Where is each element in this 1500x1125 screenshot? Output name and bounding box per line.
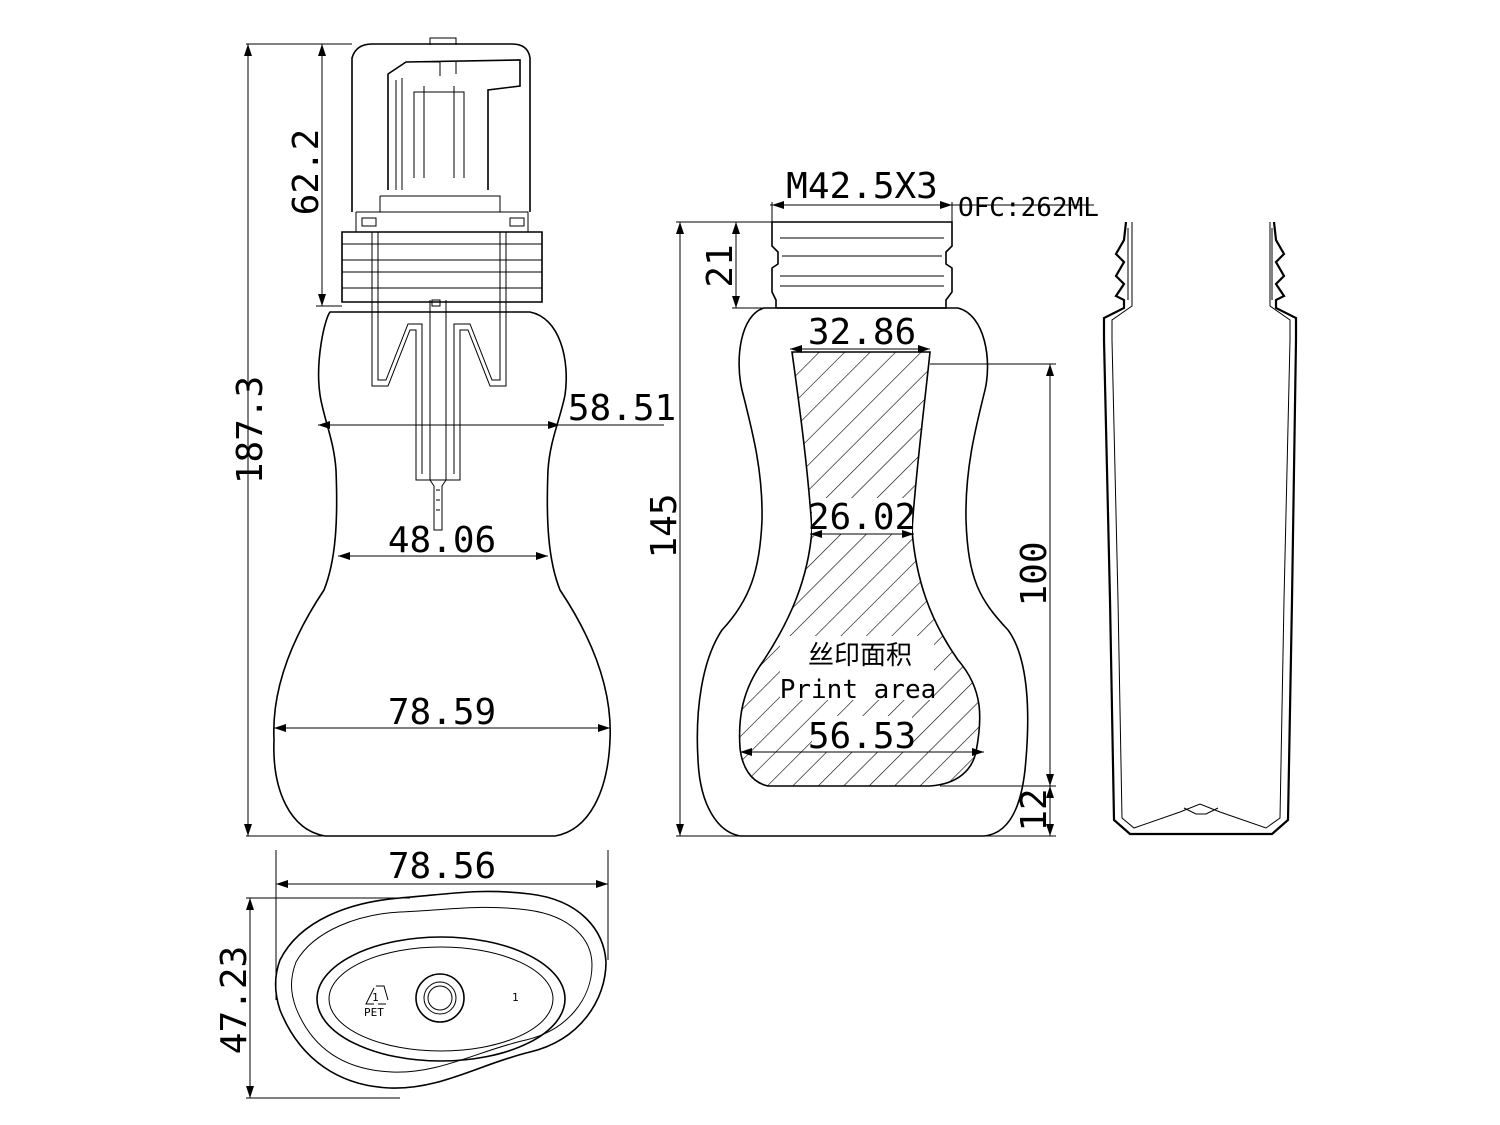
pump-overcap <box>351 43 531 212</box>
section-view <box>1102 221 1298 836</box>
dim-shoulder-width: 58.51 <box>568 388 676 429</box>
dim-waist-width: 48.06 <box>388 520 496 561</box>
section-inner-wall <box>1111 222 1291 829</box>
gate-mark-icon <box>415 973 465 1023</box>
pump-piston-frame <box>371 232 507 481</box>
pump-actuator <box>387 59 521 190</box>
mold-number: 1 <box>512 991 519 1004</box>
section-outer-wall <box>1102 221 1298 836</box>
dim-total-height: 187.3 <box>230 376 271 484</box>
front-view <box>272 37 612 837</box>
dim-base-depth: 47.23 <box>214 946 255 1054</box>
dim-neck-height: 21 <box>700 244 741 287</box>
dim-thread-spec: M42.5X3 <box>786 166 938 207</box>
svg-text:1: 1 <box>372 991 379 1004</box>
dim-print-height: 100 <box>1014 541 1055 606</box>
dim-base-width: 78.56 <box>388 846 496 887</box>
recycle-icon: 1 PET <box>364 985 389 1019</box>
svg-text:PET: PET <box>364 1006 384 1019</box>
base-inner-ring <box>316 936 566 1062</box>
dimension-arrows <box>244 44 1054 1098</box>
dim-pump-height: 62.2 <box>286 129 327 216</box>
base-outline <box>274 890 607 1089</box>
dim-print-top-width: 32.86 <box>808 312 916 353</box>
dim-body-width: 78.59 <box>388 692 496 733</box>
pump-collar <box>341 231 543 303</box>
base-view: 1 PET 1 <box>274 890 607 1089</box>
capacity-label: OFC:262ML <box>958 193 1099 223</box>
front-dimensions: 187.3 62.2 58.51 48.06 78.59 <box>230 43 676 837</box>
print-area-label-cn: 丝印面积 <box>808 641 912 671</box>
front-bottle-outline <box>272 311 612 837</box>
dim-print-waist-width: 26.02 <box>808 497 916 538</box>
dim-bottle-height: 145 <box>644 493 685 558</box>
dip-tube <box>429 300 447 531</box>
print-label-backdrop <box>780 636 934 700</box>
print-area-label-en: Print area <box>780 675 937 705</box>
side-view: 丝印面积 Print area <box>696 221 1029 837</box>
base-dimensions: 78.56 47.23 <box>214 846 609 1099</box>
side-dimensions: M42.5X3 OFC:262ML 145 21 32.86 26.02 56.… <box>644 166 1099 837</box>
dim-print-bottom-width: 56.53 <box>808 716 916 757</box>
neck-finish <box>771 221 953 309</box>
